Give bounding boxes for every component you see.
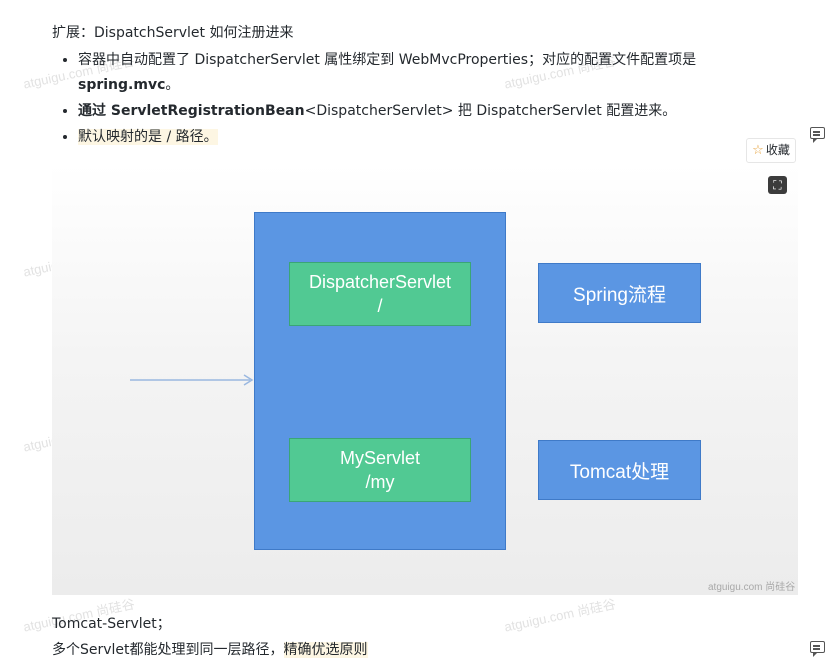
paragraph-text: 多个Servlet都能处理到同一层路径， <box>52 642 284 658</box>
paragraph-text: Tomcat-Servlet； <box>52 616 171 632</box>
dispatcher-servlet-path: / <box>377 296 383 316</box>
list-item: 容器中自动配置了 DispatcherServlet 属性绑定到 WebMvcP… <box>78 48 758 98</box>
paragraph: Tomcat-Servlet； <box>52 614 171 634</box>
tomcat-handle-box: Tomcat处理 <box>538 440 701 500</box>
bullet-text: 容器中自动配置了 DispatcherServlet 属性绑定到 WebMvcP… <box>78 52 697 68</box>
bullet-text: <DispatcherServlet> 把 DispatcherServlet … <box>304 103 677 119</box>
paragraph: 多个Servlet都能处理到同一层路径，精确优选原则 <box>52 640 368 660</box>
inline-code: / <box>166 129 172 145</box>
dispatcher-servlet-label: DispatcherServlet <box>308 272 452 292</box>
section-heading: 扩展：DispatchServlet 如何注册进来 <box>52 25 294 41</box>
comment-icon[interactable] <box>810 641 825 657</box>
tomcat-handle-label: Tomcat处理 <box>569 461 670 483</box>
config-key: spring.mvc <box>78 77 166 93</box>
bullet-text-end: 路径。 <box>171 129 218 145</box>
favorite-label: 收藏 <box>765 143 790 157</box>
bullet-list: 容器中自动配置了 DispatcherServlet 属性绑定到 WebMvcP… <box>56 48 758 151</box>
dispatcher-servlet-box: DispatcherServlet / <box>289 262 471 326</box>
bullet-text: 默认映射的是 <box>78 129 167 145</box>
expand-icon[interactable]: ⛶ <box>768 176 787 194</box>
bullet-text-end: 。 <box>165 77 180 93</box>
favorite-button[interactable]: ☆ 收藏 <box>746 138 796 163</box>
highlight-text: 精确优选原则 <box>283 642 368 658</box>
list-item: 默认映射的是 / 路径。 <box>78 125 758 150</box>
list-item: 通过 ServletRegistrationBean<DispatcherSer… <box>78 99 758 124</box>
spring-flow-label: Spring流程 <box>573 284 666 306</box>
bullet-bold: 通过 ServletRegistrationBean <box>78 103 305 119</box>
star-icon: ☆ <box>752 143 764 158</box>
myservlet-label: MyServlet <box>339 448 420 468</box>
figure-credit: atguigu.com 尚硅谷 <box>708 582 796 593</box>
spring-flow-box: Spring流程 <box>538 263 701 323</box>
myservlet-box: MyServlet /my <box>289 438 471 502</box>
myservlet-path: /my <box>365 472 395 492</box>
comment-icon[interactable] <box>810 127 825 143</box>
